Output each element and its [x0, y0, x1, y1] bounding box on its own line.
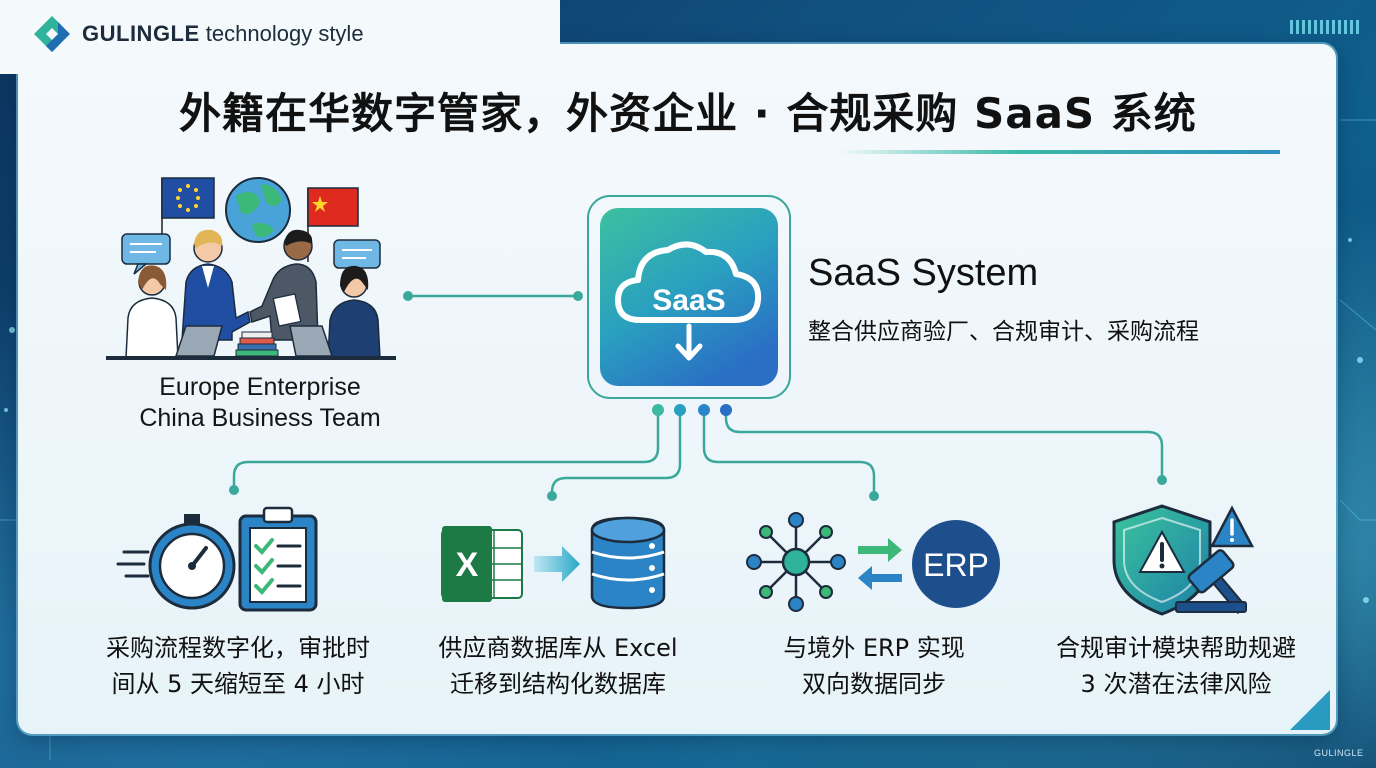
feature-card-3: 与境外 ERP 实现 双向数据同步: [724, 630, 1024, 702]
saas-box: SaaS: [587, 195, 791, 399]
globe-icon: [225, 177, 291, 243]
excel-letter: X: [456, 546, 479, 584]
person-man-dark: [249, 229, 319, 341]
excel-to-database-icon: X: [441, 516, 666, 610]
connector-feature-4: [724, 410, 1164, 480]
gulingle-logo-icon: [34, 16, 70, 52]
feature-card-2: 供应商数据库从 Excel 迁移到结构化数据库: [408, 630, 708, 702]
feature-4-line2: 3 次潜在法律风险: [1080, 670, 1272, 698]
team-label-line2: China Business Team: [139, 404, 381, 432]
speech-bubble-icon: [121, 233, 171, 275]
brand-logo: GULINGLE technology style: [30, 14, 364, 54]
saas-port-dots: [652, 404, 732, 416]
feature-card-1: 采购流程数字化，审批时 间从 5 天缩短至 4 小时: [88, 630, 388, 702]
network-erp-sync-icon: ERP: [746, 512, 1000, 612]
person-woman-right: [327, 265, 381, 359]
decorative-bars: [1290, 20, 1359, 34]
shield-gavel-icon: [1112, 504, 1255, 616]
feature-1-line1: 采购流程数字化，审批时: [106, 634, 370, 662]
eu-flag-icon: [161, 177, 215, 262]
header-tab: [0, 0, 560, 74]
person-man-blonde: [181, 229, 251, 341]
feature-2-line1: 供应商数据库从 Excel: [438, 634, 678, 662]
connector-feature-1: [232, 410, 660, 490]
laptop-icon: [289, 325, 334, 357]
watermark-text: GULINGLE: [1314, 748, 1364, 758]
feature-4-line1: 合规审计模块帮助规避: [1056, 634, 1296, 662]
title-underline: [840, 150, 1280, 154]
team-label-line1: Europe Enterprise: [159, 373, 361, 401]
main-card: [18, 44, 1336, 734]
erp-badge-text: ERP: [923, 547, 989, 583]
saas-system-title: SaaS System: [808, 252, 1039, 294]
feature-2-line2: 迁移到结构化数据库: [450, 670, 666, 698]
corner-decoration: [1290, 690, 1330, 730]
cloud-download-icon: [615, 241, 762, 361]
connector-feature-2: [550, 410, 682, 496]
feature-card-4: 合规审计模块帮助规避 3 次潜在法律风险: [1026, 630, 1326, 702]
person-woman-left: [125, 265, 179, 359]
books-icon: [235, 331, 279, 357]
feature-3-line1: 与境外 ERP 实现: [783, 634, 965, 662]
connector-feature-3: [702, 410, 876, 496]
connector-lines: [232, 294, 1164, 496]
feature-1-line2: 间从 5 天缩短至 4 小时: [111, 670, 365, 698]
laptop-icon: [174, 325, 223, 357]
brand-name: GULINGLE: [82, 21, 200, 46]
business-team-illustration: [106, 177, 396, 360]
saas-system-subtitle: 整合供应商验厂、合规审计、采购流程: [808, 319, 1199, 345]
connector-dots: [229, 291, 1167, 501]
saas-icon-text: SaaS: [652, 284, 725, 317]
brand-tagline: technology style: [205, 21, 364, 46]
feature-3-line2: 双向数据同步: [802, 670, 946, 698]
team-label: Europe Enterprise China Business Team: [100, 372, 420, 434]
page-title: 外籍在华数字管家，外资企业 · 合规采购 SaaS 系统: [179, 89, 1197, 138]
stopwatch-checklist-icon: [116, 506, 318, 612]
